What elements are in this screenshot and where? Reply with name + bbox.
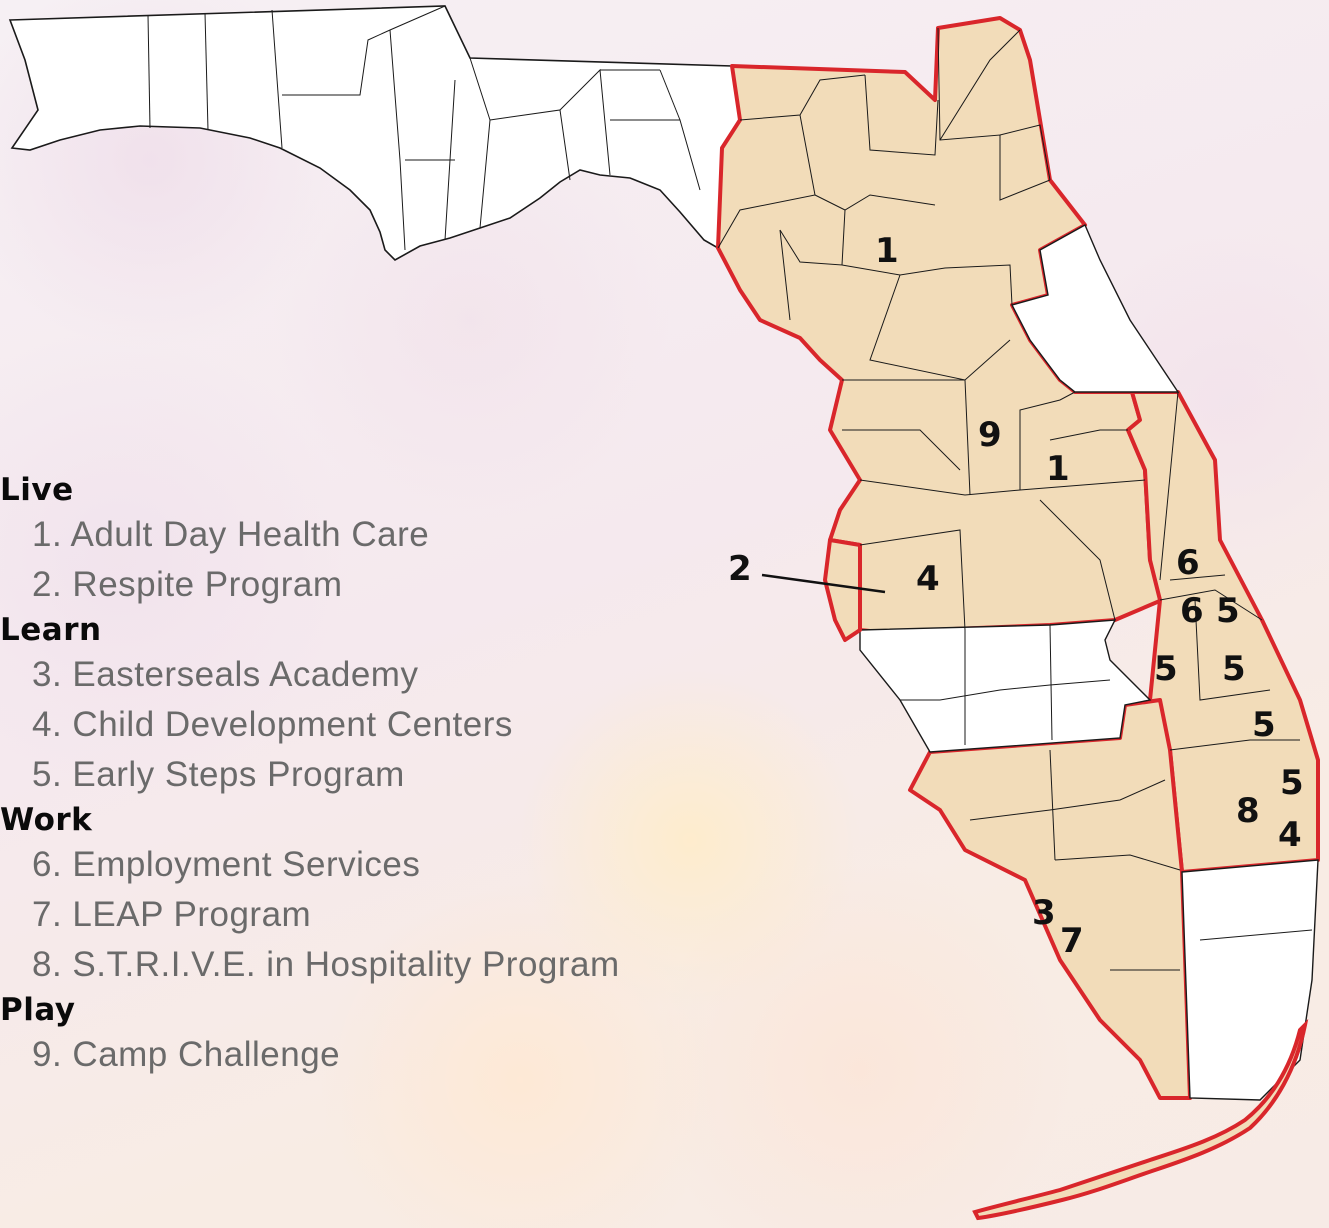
map-label-southeast-4: 4: [1278, 815, 1302, 855]
map-label-tampa-2: 2: [728, 549, 752, 589]
panhandle-land: [8, 5, 741, 261]
map-label-east-6a: 6: [1176, 543, 1200, 583]
gap-central-west: [859, 619, 1152, 753]
legend-category-live: Live: [0, 472, 74, 508]
legend-item: 6. Employment Services: [32, 845, 421, 884]
region-tampa: [823, 538, 862, 642]
legend-item: 1. Adult Day Health Care: [32, 515, 430, 554]
program-legend: Live 1. Adult Day Health Care 2. Respite…: [0, 470, 720, 1080]
panhandle-county-lines: [147, 5, 701, 251]
legend-category-learn: Learn: [0, 612, 102, 648]
florida-keys: [972, 1018, 1309, 1221]
legend-item: 4. Child Development Centers: [32, 705, 513, 744]
legend-item: 5. Early Steps Program: [32, 755, 405, 794]
map-label-southeast-8: 8: [1236, 791, 1260, 831]
map-label-east-5a: 5: [1216, 591, 1240, 631]
map-label-north-1: 1: [875, 231, 899, 271]
map-label-east-5d: 5: [1252, 705, 1276, 745]
legend-category-play: Play: [0, 992, 76, 1028]
legend-item: 7. LEAP Program: [32, 895, 312, 934]
gap-southeast: [1181, 859, 1319, 1101]
map-label-central-9: 9: [978, 415, 1002, 455]
map-label-central-4: 4: [916, 559, 940, 599]
map-label-central-1: 1: [1046, 449, 1070, 489]
legend-category-work: Work: [0, 802, 93, 838]
legend-item: 9. Camp Challenge: [32, 1035, 341, 1074]
map-label-east-6b: 6: [1180, 591, 1204, 631]
legend-item: 2. Respite Program: [32, 565, 343, 604]
map-label-east-5c: 5: [1222, 649, 1246, 689]
map-label-east-5b: 5: [1154, 649, 1178, 689]
map-label-southwest-7: 7: [1060, 921, 1084, 961]
gap-northeast: [1010, 224, 1180, 393]
leader-line-2: [761, 573, 886, 594]
map-label-southwest-3: 3: [1032, 893, 1056, 933]
map-label-east-5e: 5: [1280, 763, 1304, 803]
legend-item: 3. Easterseals Academy: [32, 655, 419, 694]
county-lines: [717, 27, 1313, 971]
legend-item: 8. S.T.R.I.V.E. in Hospitality Program: [32, 945, 620, 984]
